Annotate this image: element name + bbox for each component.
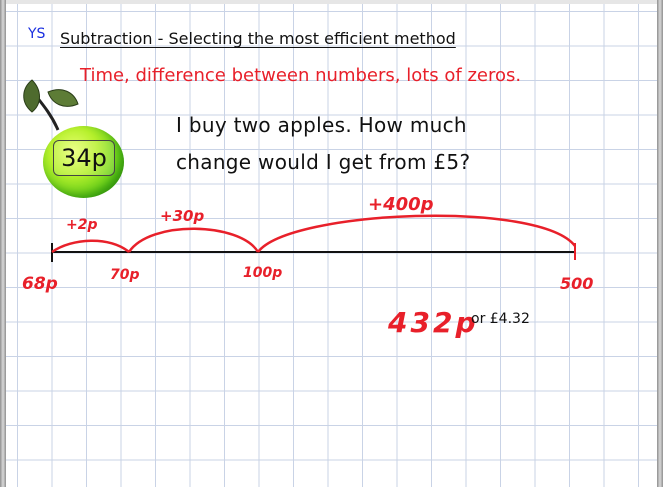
- alt-answer: or £4.32: [471, 311, 530, 327]
- question-line-1: I buy two apples. How much: [176, 113, 467, 137]
- jump-arc-2: [127, 227, 260, 253]
- apple-price-label: 34p: [53, 140, 115, 176]
- ys-tag: YS: [28, 26, 46, 42]
- answer: 432p: [387, 306, 479, 339]
- apple-icon: [43, 126, 124, 198]
- jump-arc-3: [257, 214, 576, 253]
- jump-label-3: +400p: [368, 194, 434, 215]
- point-label-2: 70p: [110, 267, 140, 283]
- page-title: Subtraction - Selecting the most efficie…: [60, 29, 456, 48]
- right-border: [657, 0, 663, 487]
- top-edge: [0, 0, 663, 4]
- point-label-4: 500: [560, 274, 593, 293]
- point-label-1: 68p: [22, 274, 58, 294]
- apple-stem-leaves-icon: [23, 79, 79, 131]
- jump-arc-1: [51, 239, 130, 254]
- left-border: [0, 0, 6, 487]
- subtitle: Time, difference between numbers, lots o…: [80, 65, 522, 86]
- jump-label-2: +30p: [160, 207, 204, 225]
- jump-label-1: +2p: [66, 217, 98, 233]
- question-line-2: change would I get from £5?: [176, 150, 471, 174]
- point-label-3: 100p: [243, 265, 282, 281]
